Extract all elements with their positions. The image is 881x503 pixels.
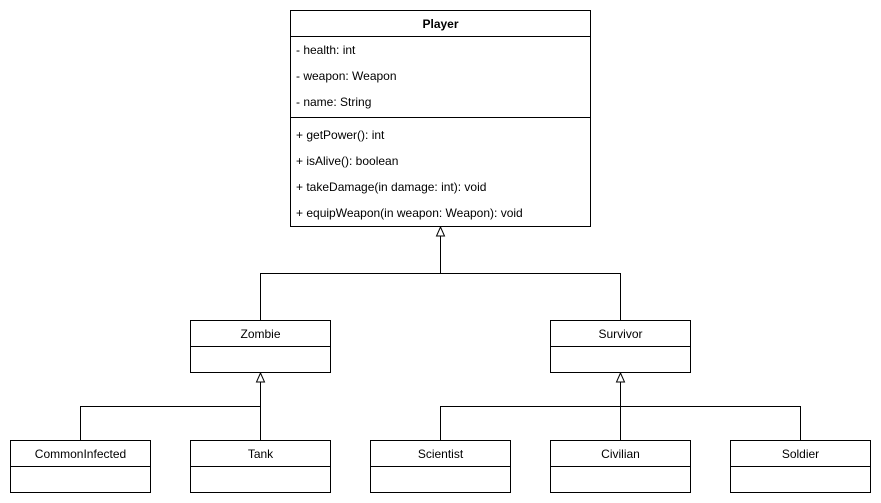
edge-commoninfected-to-zombie bbox=[80, 382, 261, 440]
class-scientist[interactable]: Scientist bbox=[370, 440, 511, 493]
attribute-weapon: - weapon: Weapon bbox=[296, 69, 397, 83]
attributes-section-player: - health: int - weapon: Weapon - name: S… bbox=[291, 37, 590, 118]
class-body-civilian bbox=[551, 467, 690, 493]
edge-survivor-to-player bbox=[440, 273, 621, 320]
class-name-civilian: Civilian bbox=[551, 441, 690, 467]
class-civilian[interactable]: Civilian bbox=[550, 440, 691, 493]
attribute-health: - health: int bbox=[296, 43, 356, 57]
inheritance-arrowhead-zombie bbox=[255, 371, 266, 383]
class-zombie[interactable]: Zombie bbox=[190, 320, 331, 373]
method-equip-weapon: + equipWeapon(in weapon: Weapon): void bbox=[296, 206, 523, 220]
attribute-name: - name: String bbox=[296, 95, 372, 109]
class-body-soldier bbox=[731, 467, 870, 493]
class-survivor[interactable]: Survivor bbox=[550, 320, 691, 373]
class-name-tank: Tank bbox=[191, 441, 330, 467]
method-get-power: + getPower(): int bbox=[296, 128, 385, 142]
edge-zombie-to-player bbox=[260, 236, 441, 320]
methods-section-player: + getPower(): int + isAlive(): boolean +… bbox=[291, 118, 590, 226]
inheritance-arrowhead-player bbox=[435, 225, 446, 237]
class-name-player: Player bbox=[291, 11, 590, 37]
class-body-common-infected bbox=[11, 467, 150, 493]
class-body-survivor bbox=[551, 347, 690, 373]
class-body-zombie bbox=[191, 347, 330, 373]
class-player[interactable]: Player - health: int - weapon: Weapon - … bbox=[290, 10, 591, 227]
class-name-survivor: Survivor bbox=[551, 321, 690, 347]
class-name-zombie: Zombie bbox=[191, 321, 330, 347]
method-take-damage: + takeDamage(in damage: int): void bbox=[296, 180, 487, 194]
method-is-alive: + isAlive(): boolean bbox=[296, 154, 399, 168]
inheritance-arrowhead-survivor bbox=[615, 371, 626, 383]
class-name-common-infected: CommonInfected bbox=[11, 441, 150, 467]
class-common-infected[interactable]: CommonInfected bbox=[10, 440, 151, 493]
class-name-scientist: Scientist bbox=[371, 441, 510, 467]
class-name-soldier: Soldier bbox=[731, 441, 870, 467]
class-soldier[interactable]: Soldier bbox=[730, 440, 871, 493]
class-tank[interactable]: Tank bbox=[190, 440, 331, 493]
class-body-tank bbox=[191, 467, 330, 493]
class-body-scientist bbox=[371, 467, 510, 493]
